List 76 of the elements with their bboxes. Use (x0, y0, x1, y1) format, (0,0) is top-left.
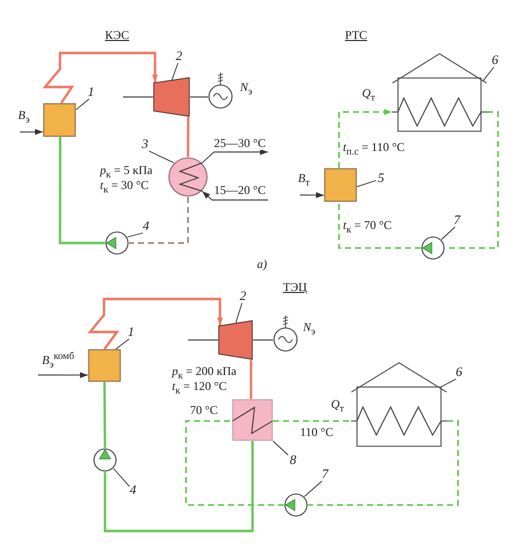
water-pipe (103, 382, 106, 448)
input-arrow (300, 192, 324, 198)
water-pipe-arrow (202, 190, 268, 200)
building-symbol (392, 53, 487, 132)
parameter-label: N$_{э}$ (303, 320, 316, 340)
parameter-label: t$_{к}$ = 120 °C (172, 379, 227, 398)
water-pipe (338, 109, 392, 168)
water-pipe (104, 441, 254, 532)
edge-label: 70 °C (190, 403, 218, 417)
callout-number: 4 (141, 218, 151, 233)
condensate-pipe (129, 197, 189, 244)
leader-line (126, 232, 144, 238)
turbine-symbol (218, 320, 253, 360)
section-title: КЭС (105, 28, 130, 42)
leader-line (171, 62, 178, 80)
leader-line (113, 468, 130, 487)
pump-symbol (284, 493, 308, 517)
leader-line (76, 98, 90, 110)
callout-number: 4 (128, 482, 138, 497)
edge-label: 15—20 °C (214, 183, 266, 197)
leader-line (148, 150, 174, 164)
steam-pipe (42, 52, 158, 104)
water-pipe (58, 137, 105, 244)
water-pipe (273, 420, 351, 422)
callout-number: 8 (288, 452, 298, 467)
callout-number: 2 (174, 48, 184, 63)
leader-line (235, 302, 242, 324)
pump-symbol (93, 448, 117, 472)
leader-line (304, 480, 322, 497)
steam-pipe (87, 298, 223, 350)
steam-pipe (250, 360, 252, 399)
leader-line (482, 66, 494, 82)
water-pipe (185, 420, 284, 506)
building-symbol (351, 362, 447, 447)
leader-line (356, 180, 376, 188)
callout-number: 6 (454, 364, 464, 379)
callout-number: 5 (376, 170, 386, 185)
condenser-symbol (168, 157, 208, 197)
subfigure-label: а) (257, 257, 267, 271)
turbine-symbol (153, 77, 190, 117)
edge-label: 25—30 °C (214, 136, 266, 150)
callout-number: 2 (238, 288, 248, 303)
parameter-label: Q$_{т}$ (331, 397, 344, 416)
parameter-label: Q$_{т}$ (362, 86, 376, 106)
parameter-label: N$_{э}$ (240, 80, 252, 100)
water-pipe (308, 420, 459, 506)
callout-number: 7 (452, 212, 462, 227)
section-title: ТЭЦ (283, 280, 307, 294)
input-arrow (38, 372, 88, 378)
leader-line (440, 378, 456, 388)
leader-line (441, 226, 456, 240)
water-pipe-arrow (202, 149, 268, 164)
input-arrow (20, 128, 44, 135)
callout-number: 3 (140, 136, 150, 151)
generator-symbol (273, 315, 298, 352)
parameter-label: p$_{к}$ = 5 кПа (100, 163, 152, 181)
edge-label: 110 °C (300, 425, 334, 439)
water-pipe (338, 202, 421, 249)
shaft-line (190, 96, 208, 98)
callout-number: 6 (490, 52, 500, 67)
callout-number: 1 (126, 324, 136, 339)
pump-symbol (421, 236, 445, 260)
section-title: РТС (345, 28, 368, 42)
leader-line (116, 338, 130, 350)
callout-number: 7 (320, 466, 330, 481)
heat-exchanger-symbol (232, 399, 273, 441)
parameter-label: t$_{к}$ = 30 °C (100, 178, 149, 198)
leader-line (272, 440, 288, 456)
pump-symbol (105, 231, 129, 255)
parameter-label: p$_{к}$ = 200 кПа (172, 364, 236, 382)
boiler-box (324, 168, 357, 202)
boiler-box (43, 103, 76, 137)
callout-number: 1 (86, 84, 96, 99)
generator-symbol (208, 72, 233, 109)
boiler-box (88, 349, 121, 382)
steam-pipe (186, 117, 190, 157)
